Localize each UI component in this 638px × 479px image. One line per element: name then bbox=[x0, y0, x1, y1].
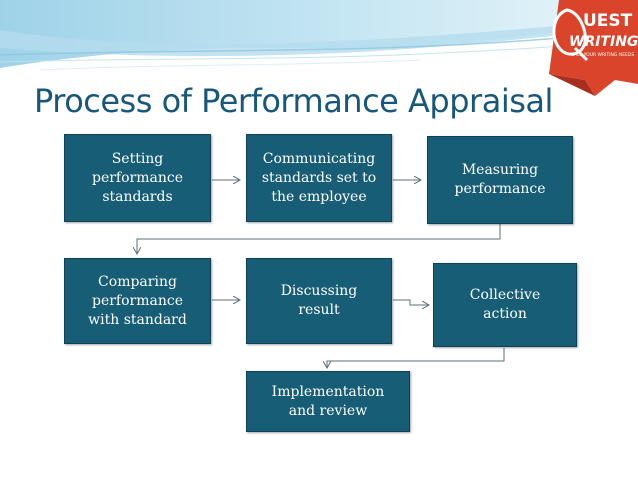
step-comparing-performance: Comparing performance with standard bbox=[64, 258, 211, 344]
logo-text-quest: UEST bbox=[583, 11, 633, 31]
step-setting-standards: Setting performance standards bbox=[64, 134, 211, 222]
logo-tagline: CALL YOUR WRITING NEEDS bbox=[571, 52, 634, 58]
arrow-collective-to-implementation bbox=[327, 348, 505, 368]
step-communicating-standards: Communicating standards set to the emplo… bbox=[246, 134, 392, 222]
quest-writing-logo: UEST WRITING CALL YOUR WRITING NEEDS bbox=[549, 0, 638, 96]
step-measuring-performance: Measuring performance bbox=[427, 136, 573, 224]
step-discussing-result: Discussing result bbox=[246, 258, 392, 344]
arrow-discussing-to-collective bbox=[393, 299, 429, 305]
slide-title: Process of Performance Appraisal bbox=[34, 82, 553, 120]
logo-text-writing: WRITING bbox=[569, 34, 638, 50]
step-collective-action: Collective action bbox=[433, 263, 577, 347]
arrow-measuring-to-comparing bbox=[137, 224, 501, 254]
step-implementation-review: Implementation and review bbox=[246, 371, 410, 432]
